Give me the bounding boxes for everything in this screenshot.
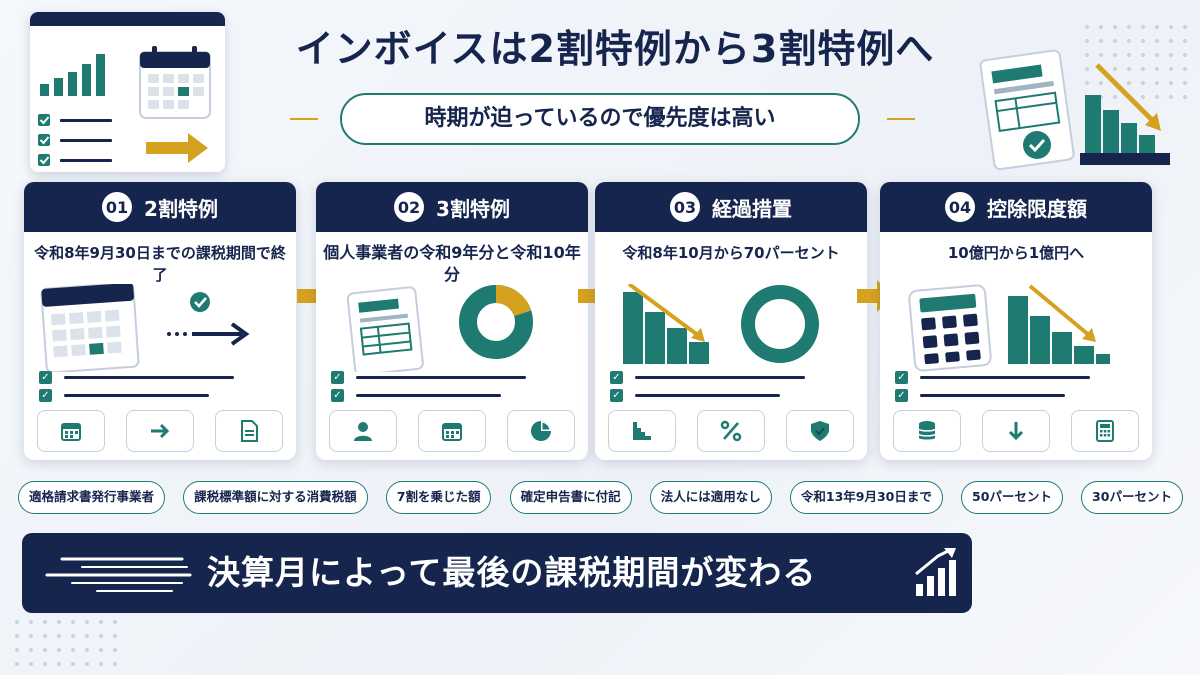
calculator-icon: [1071, 410, 1139, 452]
decor-dots-bottom-left: [10, 615, 120, 670]
decor-dots-top-right: [1080, 20, 1190, 100]
step-number: 04: [945, 192, 975, 222]
step-description: 令和8年9月30日までの課税期間で終了: [34, 244, 286, 284]
check-icon: ✓: [331, 388, 344, 402]
step-card-1: 01 2割特例 令和8年9月30日までの課税期間で終了 ✓ ✓: [24, 182, 296, 460]
person-icon: [329, 410, 397, 452]
check-icon: ✓: [895, 370, 908, 384]
pie-icon: [507, 410, 575, 452]
arrow-right-icon: [126, 410, 194, 452]
conclusion-banner: 決算月によって最後の課税期間が変わる: [22, 533, 972, 613]
calculator-icon: [908, 284, 992, 372]
speed-lines-icon: [45, 557, 192, 592]
form-donut-illustration: [346, 285, 533, 372]
shield-icon: [786, 410, 854, 452]
check-circle-icon: [1023, 131, 1051, 159]
calendar-icon: [418, 410, 486, 452]
keyword-chip: 課税標準額に対する消費税額: [183, 481, 368, 514]
chart-calendar-illustration: [38, 46, 211, 166]
ring-chart-icon: [741, 285, 819, 363]
step-description: 令和8年10月から70パーセント: [622, 244, 840, 262]
step-label: 控除限度額: [987, 196, 1087, 221]
step-card-2: 02 3割特例 個人事業者の令和9年分と令和10年分 ✓ ✓: [316, 182, 588, 460]
checklist: ✓ ✓: [39, 368, 279, 404]
check-icon: ✓: [39, 388, 52, 402]
step-label: 経過措置: [712, 196, 792, 221]
calculator-decline-illustration: [908, 284, 1110, 372]
check-circle-icon: [190, 292, 210, 312]
step-card-header: 02 3割特例: [316, 182, 588, 232]
subtitle-rule-right: [887, 118, 915, 120]
calendar-arrow-illustration: [40, 284, 250, 372]
banner-text: 決算月によって最後の課税期間が変わる: [207, 553, 817, 592]
keyword-chip: 適格請求書発行事業者: [18, 481, 166, 514]
step-card-3: 03 経過措置 令和8年10月から70パーセント ✓ ✓: [595, 182, 867, 460]
step-description: 10億円から1億円へ: [947, 244, 1085, 262]
check-icon: ✓: [39, 370, 52, 384]
arrow-down-icon: [982, 410, 1050, 452]
keyword-chip: 30パーセント: [1081, 481, 1183, 514]
icon-row: [329, 410, 575, 452]
icon-row: [893, 410, 1139, 452]
checklist: ✓ ✓: [895, 368, 1135, 404]
keyword-chips: 適格請求書発行事業者 課税標準額に対する消費税額 7割を乗じた額 確定申告書に付…: [18, 481, 1183, 514]
keyword-chip: 確定申告書に付記: [509, 481, 632, 514]
header-illustration-card: [30, 12, 225, 172]
document-icon: [215, 410, 283, 452]
stairs-icon: [608, 410, 676, 452]
subtitle-pill: 時期が迫っているので優先度は高い: [340, 93, 860, 145]
growth-chart-icon: [915, 548, 956, 596]
check-icon: ✓: [895, 388, 908, 402]
calendar-icon: [37, 410, 105, 452]
step-card-4: 04 控除限度額 10億円から1億円へ ✓ ✓: [880, 182, 1152, 460]
step-card-header: 03 経過措置: [595, 182, 867, 232]
keyword-chip: 50パーセント: [961, 481, 1063, 514]
donut-chart-icon: [459, 285, 533, 359]
percent-icon: [697, 410, 765, 452]
decline-ring-illustration: [623, 284, 819, 364]
step-label: 2割特例: [144, 196, 218, 221]
step-card-header: 04 控除限度額: [880, 182, 1152, 232]
database-icon: [893, 410, 961, 452]
icon-row: [37, 410, 283, 452]
keyword-chip: 令和13年9月30日まで: [789, 481, 943, 514]
calendar-icon: [139, 46, 211, 119]
check-icon: ✓: [331, 370, 344, 384]
subtitle-rule-left: [290, 118, 318, 120]
keyword-chip: 7割を乗じた額: [385, 481, 492, 514]
step-card-header: 01 2割特例: [24, 182, 296, 232]
step-description: 個人事業者の令和9年分と令和10年分: [323, 243, 581, 284]
icon-row: [608, 410, 854, 452]
checklist: ✓ ✓: [610, 368, 850, 404]
step-label: 3割特例: [436, 196, 510, 221]
step-number: 03: [670, 192, 700, 222]
check-icon: ✓: [610, 370, 623, 384]
step-number: 01: [102, 192, 133, 222]
check-icon: ✓: [610, 388, 623, 402]
page-title: インボイスは2割特例から3割特例へ: [295, 27, 935, 71]
subtitle-block: 時期が迫っているので優先度は高い: [290, 93, 915, 145]
step-number: 02: [394, 192, 425, 222]
document-decline-illustration: [979, 49, 1170, 171]
keyword-chip: 法人には適用なし: [649, 481, 772, 514]
checklist: ✓ ✓: [331, 368, 571, 404]
